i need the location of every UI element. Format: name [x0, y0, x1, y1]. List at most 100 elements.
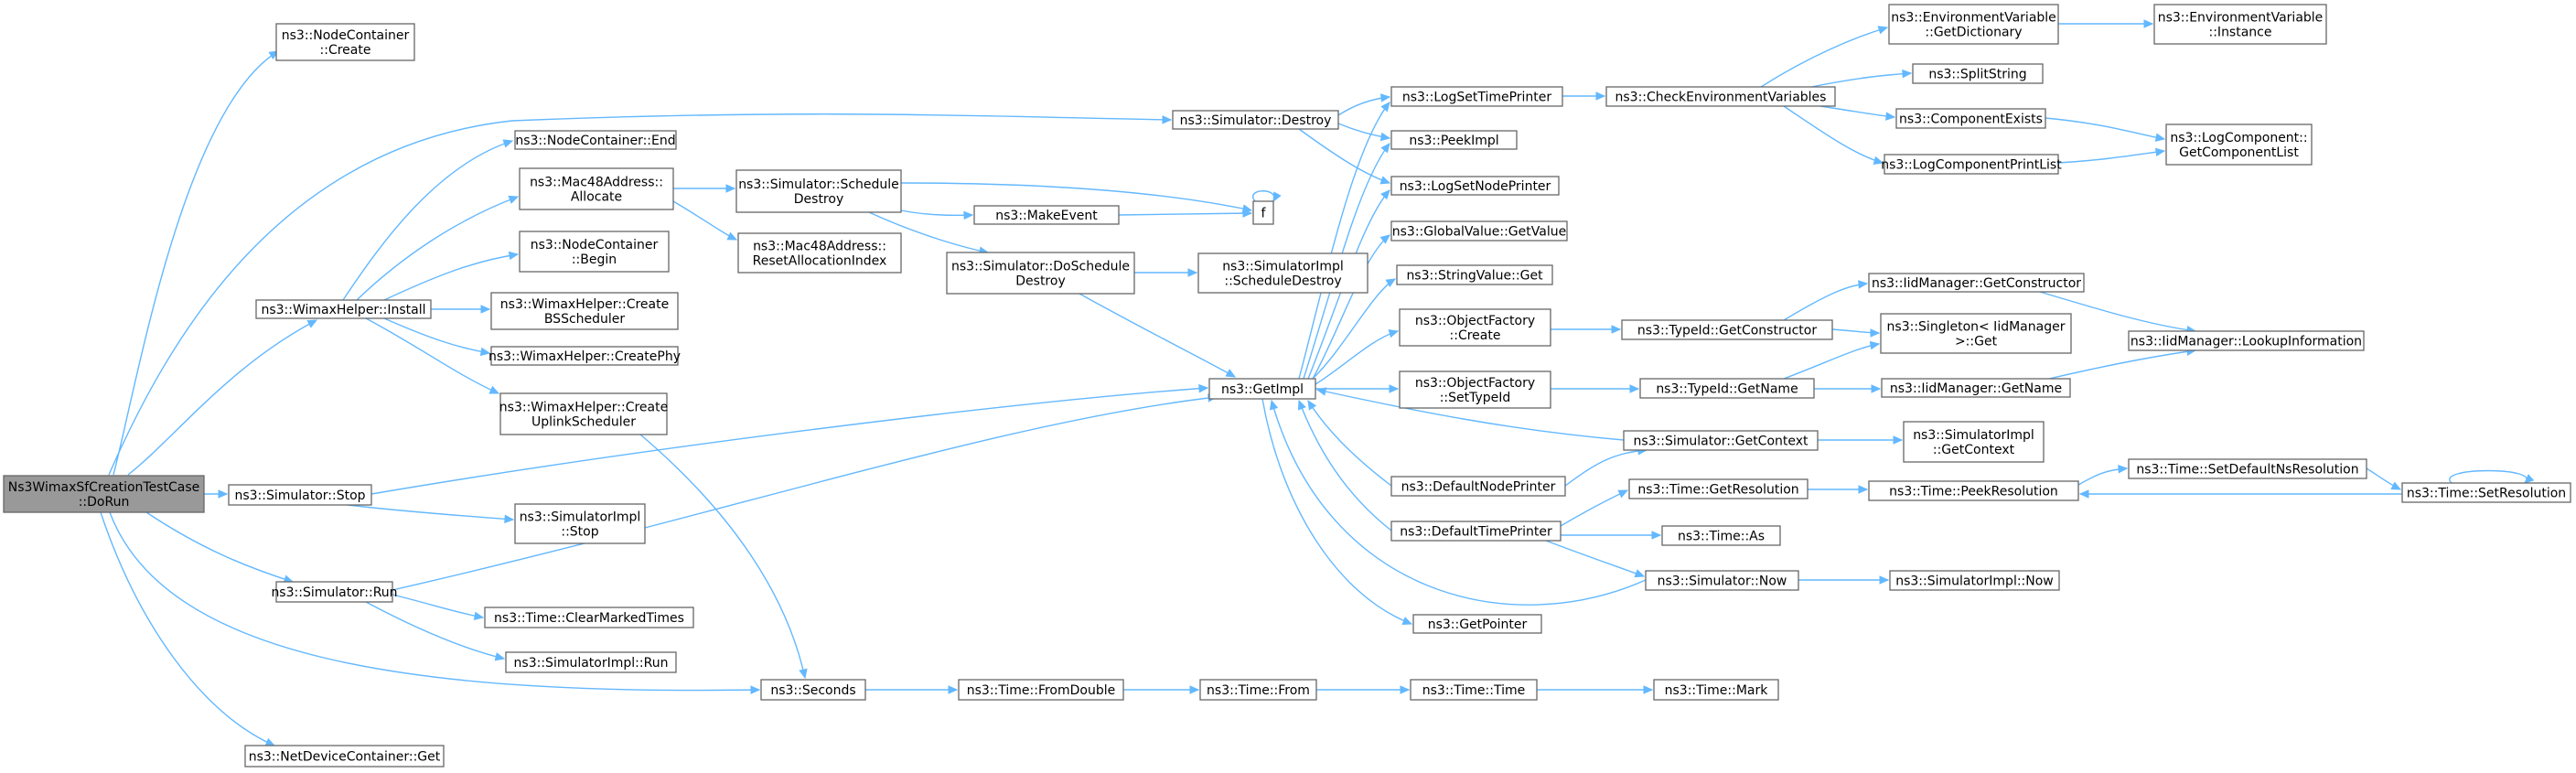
node-time-as[interactable]: ns3::Time::As: [1661, 525, 1781, 546]
node-singleton[interactable]: ns3::Singleton< IidManager>::Get: [1880, 313, 2072, 354]
node-sim-sched-destroy[interactable]: ns3::Simulator::ScheduleDestroy: [735, 169, 902, 213]
node-box: [275, 581, 393, 603]
node-make-event[interactable]: ns3::MakeEvent: [973, 205, 1120, 225]
node-nc-begin[interactable]: ns3::NodeContainer::Begin: [519, 231, 670, 273]
node-label: ResetAllocationIndex: [753, 254, 887, 269]
node-label: ns3::WimaxHelper::Install: [261, 303, 425, 317]
node-label: ns3::IidManager::LookupInformation: [2131, 335, 2362, 349]
node-label: ns3::Time::SetDefaultNsResolution: [2136, 463, 2358, 478]
node-sim-now[interactable]: ns3::Simulator::Now: [1645, 570, 1799, 591]
edge-get-impl-to-of-settype: [1315, 384, 1400, 393]
node-label: ns3::SimulatorImpl: [520, 510, 641, 525]
edge-line: [370, 387, 1208, 495]
node-of-create[interactable]: ns3::ObjectFactory::Create: [1399, 308, 1551, 347]
node-nc-create[interactable]: ns3::NodeContainer::Create: [275, 23, 415, 61]
arrowhead-icon: [1388, 329, 1400, 338]
node-box: [1868, 273, 2085, 293]
node-comp-exists[interactable]: ns3::ComponentExists: [1895, 108, 2046, 129]
node-time-clear[interactable]: ns3::Time::ClearMarkedTimes: [484, 607, 694, 628]
edge-line: [392, 594, 484, 618]
node-wh-phy[interactable]: ns3::WimaxHelper::CreatePhy: [488, 346, 681, 366]
node-box: [1653, 679, 1779, 701]
node-simimpl-sched[interactable]: ns3::SimulatorImpl::ScheduleDestroy: [1197, 252, 1368, 294]
node-def-node[interactable]: ns3::DefaultNodePrinter: [1390, 476, 1566, 497]
node-simimpl-getctx[interactable]: ns3::SimulatorImpl::GetContext: [1903, 421, 2045, 463]
node-mac-alloc[interactable]: ns3::Mac48Address::Allocate: [519, 167, 674, 210]
arrowhead-icon: [1870, 328, 1881, 338]
node-simimpl-stop[interactable]: ns3::SimulatorImpl::Stop: [514, 503, 646, 544]
node-time-fromdouble[interactable]: ns3::Time::FromDouble: [958, 679, 1124, 701]
node-box: [514, 503, 646, 544]
node-label: ns3::TypeId::GetName: [1656, 382, 1798, 397]
node-time-getres[interactable]: ns3::Time::GetResolution: [1628, 478, 1809, 499]
node-sv-get[interactable]: ns3::StringValue::Get: [1396, 264, 1553, 285]
node-box: [1390, 130, 1518, 150]
node-root[interactable]: Ns3WimaxSfCreationTestCase::DoRun: [3, 475, 205, 513]
node-get-impl[interactable]: ns3::GetImpl: [1208, 378, 1316, 400]
node-simimpl-now[interactable]: ns3::SimulatorImpl::Now: [1889, 570, 2060, 591]
node-iid-getname[interactable]: ns3::IidManager::GetName: [1881, 378, 2071, 398]
node-time-peekres[interactable]: ns3::Time::PeekResolution: [1868, 480, 2079, 501]
node-iid-lookup[interactable]: ns3::IidManager::LookupInformation: [2128, 330, 2365, 351]
node-time-mark[interactable]: ns3::Time::Mark: [1653, 679, 1779, 701]
edge-line: [900, 182, 1252, 211]
node-ndc-get[interactable]: ns3::NetDeviceContainer::Get: [244, 745, 445, 768]
edge-line: [127, 319, 317, 476]
node-label: ns3::Simulator::Stop: [234, 488, 365, 503]
edge-line: [900, 209, 973, 217]
edge-line: [1079, 293, 1236, 378]
node-def-time[interactable]: ns3::DefaultTimePrinter: [1390, 521, 1562, 542]
edge-line: [1271, 400, 1647, 606]
node-label: ns3::Time::As: [1678, 530, 1765, 544]
node-f[interactable]: f: [1252, 200, 1274, 225]
edge-line: [100, 511, 275, 746]
node-log-time[interactable]: ns3::LogSetTimePrinter: [1390, 86, 1563, 107]
node-time-setdefres[interactable]: ns3::Time::SetDefaultNsResolution: [2128, 458, 2367, 479]
node-sim-getctx[interactable]: ns3::Simulator::GetContext: [1623, 430, 1819, 451]
node-wh-install[interactable]: ns3::WimaxHelper::Install: [255, 299, 432, 319]
arrowhead-icon: [504, 514, 515, 524]
node-of-settype[interactable]: ns3::ObjectFactory::SetTypeId: [1399, 370, 1551, 409]
edge-tid-getname-to-singleton: [1783, 340, 1881, 380]
node-check-env[interactable]: ns3::CheckEnvironmentVariables: [1605, 86, 1836, 107]
node-peek-impl[interactable]: ns3::PeekImpl: [1390, 130, 1518, 150]
node-label: GetComponentList: [2179, 145, 2299, 160]
node-sim-stop[interactable]: ns3::Simulator::Stop: [228, 484, 372, 506]
node-seconds[interactable]: ns3::Seconds: [760, 679, 866, 701]
node-gv-get[interactable]: ns3::GlobalValue::GetValue: [1390, 220, 1568, 242]
node-env-instance[interactable]: ns3::EnvironmentVariable::Instance: [2153, 4, 2327, 45]
node-label: ns3::StringValue::Get: [1406, 269, 1543, 284]
node-time-from[interactable]: ns3::Time::From: [1199, 679, 1317, 701]
arrowhead-icon: [799, 668, 808, 680]
arrowhead-icon: [726, 231, 738, 241]
node-simimpl-run[interactable]: ns3::SimulatorImpl::Run: [505, 651, 677, 673]
node-get-pointer[interactable]: ns3::GetPointer: [1412, 614, 1542, 634]
node-time-setres[interactable]: ns3::Time::SetResolution: [2401, 482, 2571, 503]
node-sim-destroy[interactable]: ns3::Simulator::Destroy: [1172, 110, 1339, 130]
arrowhead-icon: [1380, 102, 1390, 113]
arrowhead-icon: [264, 737, 276, 746]
node-sim-run[interactable]: ns3::Simulator::Run: [271, 581, 398, 603]
node-label: ns3::Mac48Address::: [753, 240, 886, 254]
node-tid-getctor[interactable]: ns3::TypeId::GetConstructor: [1621, 319, 1833, 340]
edge-wh-install-to-nc-begin: [383, 251, 520, 301]
node-nc-end[interactable]: ns3::NodeContainer::End: [514, 130, 677, 150]
edge-line: [672, 200, 737, 241]
node-log-comp-print[interactable]: ns3::LogComponentPrintList: [1881, 154, 2062, 175]
node-split[interactable]: ns3::SplitString: [1912, 63, 2044, 84]
node-box: [1208, 378, 1316, 400]
node-time-time[interactable]: ns3::Time::Time: [1410, 679, 1538, 701]
node-logcomp-getlist[interactable]: ns3::LogComponent::GetComponentList: [2165, 123, 2313, 166]
arrowhead-icon: [1401, 617, 1413, 626]
node-label: ns3::DefaultNodePrinter: [1401, 480, 1556, 495]
node-env-getdict[interactable]: ns3::EnvironmentVariable::GetDictionary: [1888, 4, 2059, 45]
arrowhead-icon: [2118, 465, 2129, 474]
node-tid-getname[interactable]: ns3::TypeId::GetName: [1639, 378, 1815, 399]
arrowhead-icon: [1189, 685, 1200, 694]
node-iid-getctor[interactable]: ns3::IidManager::GetConstructor: [1868, 273, 2085, 293]
node-mac-reset[interactable]: ns3::Mac48Address::ResetAllocationIndex: [737, 232, 902, 274]
node-log-node[interactable]: ns3::LogSetNodePrinter: [1390, 176, 1560, 196]
